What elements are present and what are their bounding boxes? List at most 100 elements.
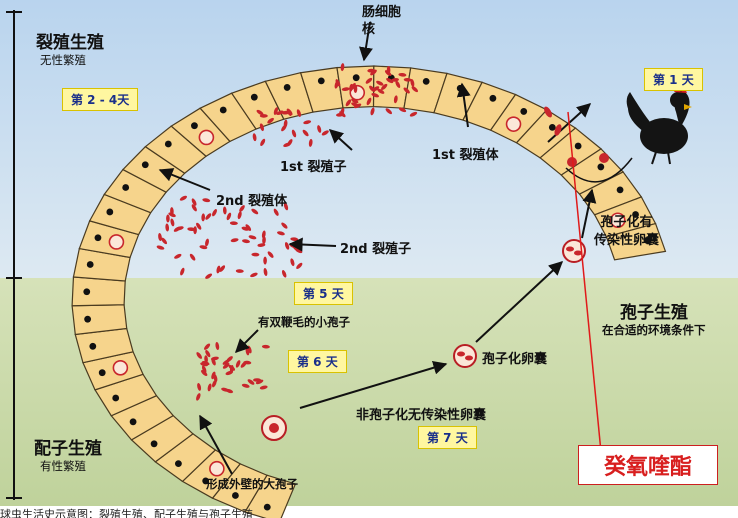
microgamete-label: 有双鞭毛的小孢子 [258, 315, 350, 329]
merozoite [222, 206, 227, 215]
schizont2-arrow [158, 168, 211, 191]
merozoite [281, 110, 290, 115]
day-1-badge: 第 1 天 [644, 68, 703, 91]
merozoite [395, 80, 401, 88]
merozoite [212, 209, 217, 217]
cell-nucleus [98, 369, 106, 377]
merozoite [241, 383, 250, 388]
merozoite [158, 233, 162, 241]
merozoite [371, 93, 380, 98]
merozoite [259, 123, 264, 132]
merozoite [302, 129, 309, 137]
cell-nucleus [250, 93, 258, 101]
merozoite [170, 218, 175, 227]
merozoite [256, 109, 264, 116]
cell-nucleus [232, 492, 239, 499]
merozoite [321, 130, 329, 136]
merozoite [229, 221, 238, 226]
oocyst-dot [599, 153, 609, 163]
merozoite [205, 238, 209, 247]
merozoite [290, 258, 295, 267]
merozoite [247, 379, 255, 385]
merozoite [221, 387, 229, 392]
merozoite [235, 360, 241, 368]
merozoite [276, 110, 284, 116]
merozoite [366, 97, 372, 106]
merozoite [339, 111, 346, 118]
schizogony-title: 裂殖生殖 [36, 33, 104, 53]
merozoite [267, 117, 274, 124]
merozoite [196, 352, 203, 359]
microgamete-arrow [235, 329, 259, 353]
merozoite [168, 212, 176, 218]
cell-nucleus [352, 74, 360, 82]
cell-nucleus [129, 418, 137, 426]
merozoite [273, 208, 279, 216]
cell-nucleus [122, 184, 130, 191]
merozoite1-label: 1st 裂殖子 [280, 160, 347, 175]
merozoite [345, 99, 352, 107]
merozoite [204, 355, 208, 364]
intracellular-stage [112, 360, 129, 376]
merozoite [381, 83, 388, 90]
merozoite [216, 265, 221, 274]
schizont2-label: 2nd 裂殖体 [216, 194, 288, 209]
drug-label-box: 癸氧喹酯 [578, 445, 718, 485]
sporogony-title: 孢子生殖 [620, 303, 688, 323]
drug-pointer-line [567, 111, 602, 453]
cell-nucleus [84, 315, 92, 323]
merozoite [180, 267, 185, 276]
cell-nucleus [283, 84, 291, 91]
cell-nucleus [141, 161, 149, 169]
merozoite [187, 227, 196, 232]
merozoite [242, 239, 250, 244]
cell-nucleus [83, 288, 91, 296]
merozoite [205, 273, 213, 279]
merozoite [226, 356, 233, 363]
merozoite [403, 77, 412, 82]
day-7-badge: 第 7 天 [418, 426, 477, 449]
merozoite [205, 213, 212, 220]
cell-nucleus [86, 261, 94, 268]
cell-nucleus [616, 186, 624, 194]
merozoite [262, 236, 266, 245]
merozoite [277, 231, 285, 236]
merozoite [260, 138, 266, 147]
schizont1-arrow [456, 82, 471, 128]
merozoite [207, 383, 212, 392]
merozoite [259, 385, 268, 390]
merozoite [201, 213, 206, 222]
merozoite [197, 382, 202, 391]
cell-nucleus [150, 440, 158, 448]
merozoite [255, 379, 264, 385]
merozoite [253, 378, 262, 382]
merozoite [156, 245, 165, 250]
merozoite [303, 120, 312, 125]
merozoite [230, 238, 239, 243]
merozoite [237, 211, 242, 220]
merozoite [215, 342, 220, 350]
merozoite [296, 262, 303, 270]
cell-nucleus [632, 211, 639, 218]
merozoite [211, 371, 216, 380]
oocyst-dot [544, 106, 552, 118]
intracellular-stage [209, 460, 225, 477]
merozoite [409, 111, 418, 117]
merozoite [281, 222, 288, 229]
merozoite [403, 87, 410, 94]
merozoite [196, 393, 201, 401]
merozoite [385, 108, 393, 115]
merozoite [243, 360, 252, 365]
merozoite [191, 204, 197, 212]
merozoite [235, 269, 244, 273]
environment-note: 在合适的环境条件下 [602, 323, 706, 337]
merozoite [386, 78, 394, 84]
unsporulated-oocyst-icon [261, 415, 287, 441]
merozoite [179, 195, 188, 201]
merozoite [202, 198, 211, 203]
merozoite [201, 360, 210, 366]
merozoite [283, 202, 289, 211]
merozoite [210, 356, 219, 361]
macrogamete-arrow [199, 414, 233, 475]
